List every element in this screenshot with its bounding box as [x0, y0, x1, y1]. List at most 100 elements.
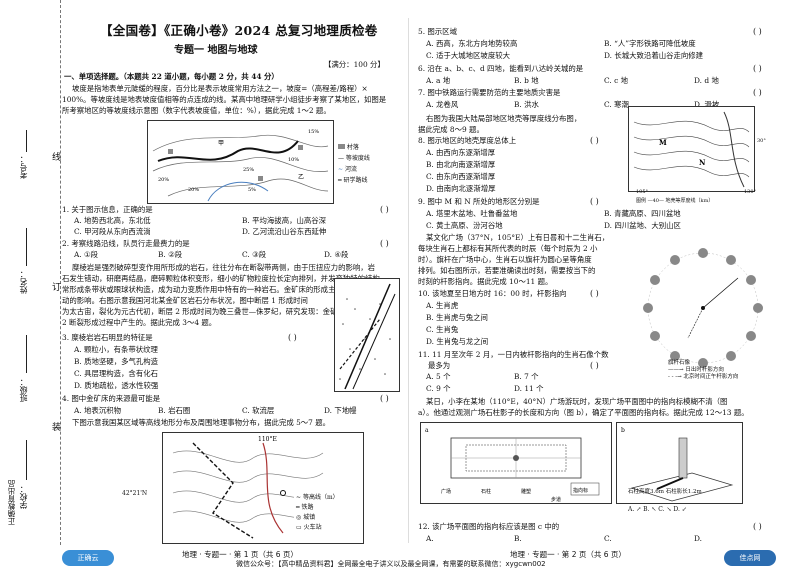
question-1: 1. 关于图示信息，正确的是 [62, 205, 153, 214]
contour-map-svg: 110°E [172, 436, 324, 539]
answer-blank[interactable]: ( ) [590, 361, 599, 370]
legend-station: 火车站 [303, 524, 322, 531]
intro-line: 常形成条带状或眼球状构造，成为动力变质作用中特有的一种岩石。金矿床的形成主要受到… [62, 285, 380, 294]
question-8: 8. 图示地区的地壳厚度总体上 [418, 136, 517, 145]
intro-line: 坡度是指地表单元陡缓的程度，百分比是表示坡度常用方法之一，坡度=（高程差/路程）… [72, 84, 368, 93]
answer-blank[interactable]: ( ) [753, 88, 762, 97]
arrow-icon: ↘ [664, 506, 674, 513]
intro-line: 某日，小李在某地（110°E，40°N）广场游玩时，发现广场平面图中的指向标模糊… [426, 397, 728, 406]
legend-railway: 铁路 [301, 504, 314, 511]
intro-line: 时刻的杆影指向。据此完成 10～11 题。 [418, 277, 553, 286]
option: B. 岩石圈 [158, 406, 191, 415]
option: D. 乙河流沿山谷东西延伸 [242, 227, 327, 236]
intro-line: 右图为我国大陆局部地区地壳等厚度线分布图， [426, 114, 582, 123]
answer-blank[interactable]: ( ) [380, 205, 389, 214]
intro-line: 糜棱岩是强烈破碎型变作用所形成的岩石，往往分布在断裂带两侧，由于压扭应力的影响，… [72, 263, 376, 272]
option: B. [514, 534, 522, 543]
option: D. [694, 534, 703, 543]
option: A. 生肖虎 [426, 301, 459, 310]
intro-line: a）。他通过观测广场石柱影子的长度和方向（图 b），确定了平面图的指向标。据此完… [418, 408, 749, 417]
legend-contour: 等高线（m） [302, 494, 339, 501]
map-label: 10% [288, 157, 299, 163]
map-label-latitude: 42°21'N [122, 490, 148, 497]
map-label-m: M [659, 138, 667, 147]
option: C. 9 个 [426, 384, 451, 393]
map-label-yi: 乙 [298, 174, 304, 181]
option: C. 寒潮 [604, 100, 629, 109]
answer-blank[interactable]: ( ) [380, 394, 389, 403]
intro-line: 某文化广场（37°N，105°E）上有日晷和十二生肖石， [426, 233, 610, 242]
option: D. 长城大致沿着山谷走向修建 [604, 51, 704, 60]
option: C. 生肖兔 [426, 325, 459, 334]
fig-label-pillar: 石柱 [481, 488, 491, 495]
option: A. 地表沉积物 [74, 406, 121, 415]
option: B. 洪水 [514, 100, 539, 109]
answer-blank[interactable]: ( ) [753, 522, 762, 531]
option: D. 四川盆地、大别山区 [604, 221, 681, 230]
crust-map-legend: 图例 —40— 地壳等厚度线（km） [636, 198, 714, 204]
page-number-right: 地理 · 专题一 · 第 2 页（共 6 页） [510, 550, 626, 559]
option: A. a 地 [426, 76, 451, 85]
label-exam-id: 考号： [19, 155, 28, 179]
cut-word-bind: 订 [52, 283, 62, 293]
compass-option-b: B. [643, 506, 650, 513]
option: C. [604, 534, 612, 543]
question-10: 10. 该地夏至日地方时 16：00 时，杆影指向 [418, 289, 567, 298]
cut-word-line: 线 [52, 153, 62, 163]
page-title: 【全国卷】《正确小卷》2024 总复习地理质检卷 [100, 23, 378, 38]
pillar-shadow-svg: b [621, 427, 734, 502]
map-label: 15% [308, 129, 319, 135]
crust-map-svg: M N [633, 111, 750, 188]
option: A. 西高，东北方向地势较高 [426, 39, 518, 48]
option: B. 青藏高原、四川盆地 [604, 209, 681, 218]
slope-map-svg: 甲 乙 15% 10% 20% 25% 20% 5% [152, 129, 329, 202]
answer-blank[interactable]: ( ) [380, 239, 389, 248]
map-label-longitude: 110°E [258, 436, 277, 443]
fig-label-a: a [425, 427, 429, 434]
option: D. 质地疏松，透水性较强 [74, 381, 159, 390]
arrow-icon: ↙ [679, 506, 687, 513]
answer-blank[interactable]: ( ) [590, 136, 599, 145]
answer-blank[interactable]: ( ) [753, 64, 762, 73]
question-11: 11. 11 月至次年 2 月，一日内被杆影指向的生肖石像个数 [418, 350, 609, 359]
topic-subtitle: 专题一 地图与地球 [174, 45, 258, 56]
brand-logo-right: 佳点网 [724, 550, 776, 566]
answer-blank[interactable]: ( ) [288, 333, 297, 342]
question-12: 12. 该广场平面图的指向标应该是图 c 中的 [418, 522, 560, 531]
left-column: 【全国卷】《正确小卷》2024 总复习地理质检卷 专题一 地图与地球 【满分：1… [62, 0, 402, 545]
brand-logo-left: 正确云 [62, 550, 114, 566]
underline [26, 130, 27, 152]
option: D. 下地幔 [324, 406, 357, 415]
plaza-plan-figure: a 广场 石柱 雕塑 指向标 步道 [420, 422, 612, 504]
legend-village: 村落 [346, 144, 359, 151]
zodiac-dial-figure [628, 238, 778, 388]
option: B. 生肖虎与兔之间 [426, 313, 488, 322]
answer-blank[interactable]: ( ) [753, 27, 762, 36]
compass-option-d: D. [673, 506, 680, 513]
mylonite-svg [339, 283, 396, 390]
option: A. 5 个 [426, 372, 451, 381]
fig-label-b: b [621, 427, 625, 434]
option: A. 塔里木盆地、吐鲁番盆地 [426, 209, 518, 218]
intro-line: 2 断裂形成过程中产生的。据此完成 3～4 题。 [62, 318, 217, 327]
underline [26, 228, 27, 266]
answer-blank[interactable]: ( ) [590, 289, 599, 298]
intro-line: 为太古宙，裂化为元古代初，断层 2 形成时间为晚三叠世—侏罗纪，研究发现：金矿是… [62, 307, 360, 316]
map-label: 25% [243, 167, 254, 173]
question-5: 5. 图示区域 [418, 27, 457, 36]
fig-label-compass: 指向标 [573, 487, 588, 494]
label-school: 学校： [19, 485, 28, 509]
question-2: 2. 考察线路沿线，队员行走最费力的是 [62, 239, 190, 248]
question-6: 6. 沿在 a、b、c、d 四地，能看到八达岭关城的是 [418, 64, 584, 73]
option: D. ④段 [324, 250, 349, 259]
cut-word-pack: 装 [52, 423, 62, 433]
answer-blank[interactable]: ( ) [590, 197, 599, 206]
option: D. 生肖兔与龙之间 [426, 337, 489, 346]
publisher-label: 正确教育出品 [7, 480, 16, 525]
intro-line: 据此完成 8～9 题。 [418, 125, 484, 134]
map-label: 20% [158, 177, 169, 183]
pillar-shadow-figure: b [616, 422, 743, 504]
option: D. d 地 [694, 76, 719, 85]
legend-river: 河流 [344, 166, 357, 173]
zodiac-dial-svg [643, 248, 763, 368]
